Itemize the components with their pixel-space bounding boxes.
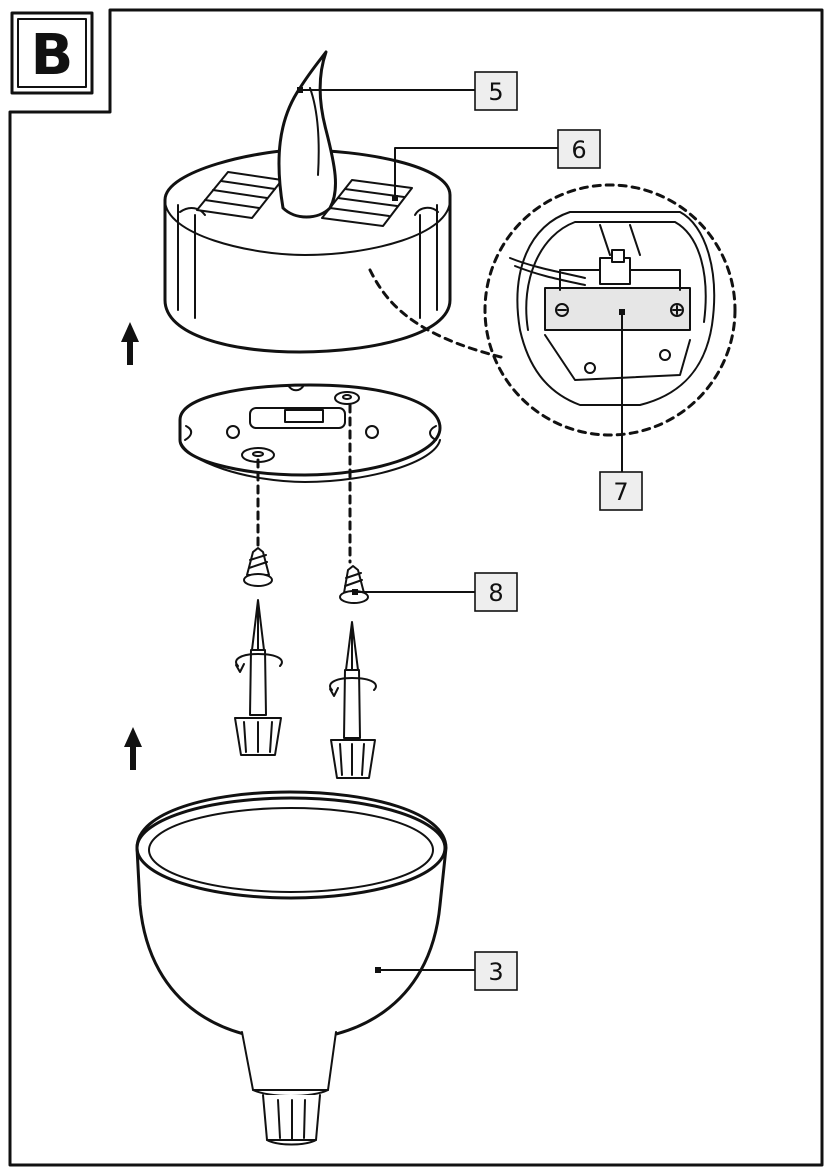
- arrow-up-bottom: [124, 727, 142, 770]
- screw-left: [243, 547, 273, 587]
- screwdriver-left: [234, 599, 283, 756]
- battery-compartment-detail: [483, 183, 737, 437]
- svg-text:8: 8: [488, 579, 503, 607]
- panel-letter-box-inner: [17, 18, 87, 88]
- bowl-base: [135, 790, 448, 1146]
- base-plate: [178, 383, 442, 483]
- svg-text:7: 7: [613, 478, 628, 506]
- callout-5: 5: [474, 71, 518, 111]
- detail-lead-line: [368, 268, 507, 360]
- screw-right: [339, 565, 369, 604]
- svg-text:3: 3: [488, 958, 503, 986]
- callout-6: 6: [557, 129, 601, 169]
- svg-text:6: 6: [571, 136, 586, 164]
- arrow-up-top: [121, 322, 139, 365]
- solar-panel-right: [321, 179, 413, 227]
- callout-8: 8: [474, 572, 518, 612]
- callout-7: 7: [599, 471, 643, 511]
- svg-text:5: 5: [488, 78, 503, 106]
- panel-letter: B: [31, 23, 74, 88]
- panel-letter-box: [10, 11, 94, 95]
- led-flame: [277, 50, 338, 219]
- screwdriver-right: [329, 621, 377, 779]
- panel-frame: [8, 8, 824, 1167]
- callout-3: 3: [474, 951, 518, 991]
- leader-lines: [297, 87, 625, 973]
